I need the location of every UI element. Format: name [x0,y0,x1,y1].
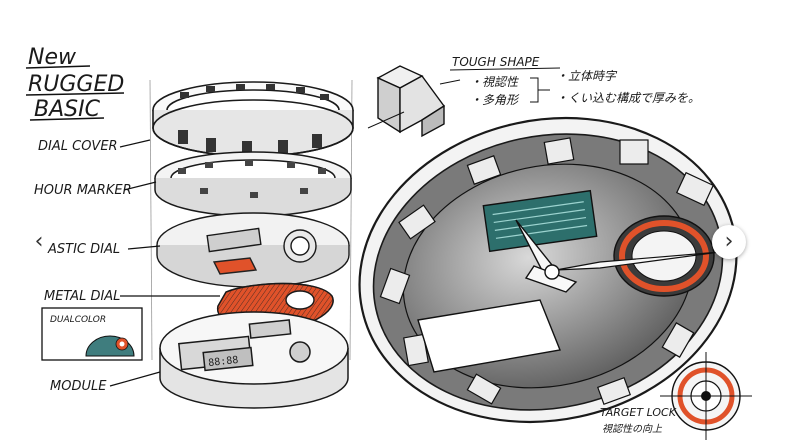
part-labels: DIAL COVER HOUR MARKER ASTIC DIAL METAL … [34,139,220,394]
watch-face-render [358,116,738,424]
note-result-1: ・立体時字 [556,69,618,83]
label-dial-cover: DIAL COVER [38,139,118,154]
note-result-2: ・くい込む構成で厚みを。 [556,91,700,105]
label-module: MODULE [50,379,107,394]
label-metal-dial: METAL DIAL [44,289,120,304]
dial-cover-ring [152,81,354,157]
plastic-dial [156,212,350,288]
note-target-sub: 視認性の向上 [602,423,663,435]
hour-marker-ring [154,151,352,217]
tough-shape-note: TOUGH SHAPE ・視認性 ・多角形 ・立体時字 ・くい込む構成で厚みを。 [367,55,700,138]
chevron-left-icon: ‹ [34,229,44,254]
module-display: 88:88 [208,355,239,369]
module-unit: 88:88 [159,311,349,409]
note-target-lock: TARGET LOCK [600,406,677,419]
label-hour-marker: HOUR MARKER [34,183,132,198]
title-block: New RUGGED BASIC [25,45,124,122]
note-bullet-2: ・多角形 [470,93,520,107]
previous-image-button[interactable]: ‹ [22,225,56,259]
note-tough-shape: TOUGH SHAPE [452,55,540,69]
note-bullet-1: ・視認性 [470,75,519,89]
chevron-right-icon: › [724,229,734,254]
next-image-button[interactable]: › [712,225,746,259]
target-lock-sketch: TARGET LOCK 視認性の向上 [600,352,752,440]
label-dual-color: DUALCOLOR [50,315,106,325]
dual-color-inset: DUALCOLOR [41,307,143,361]
title-line-1: New [28,45,77,70]
label-plastic-dial: ASTIC DIAL [47,242,120,257]
